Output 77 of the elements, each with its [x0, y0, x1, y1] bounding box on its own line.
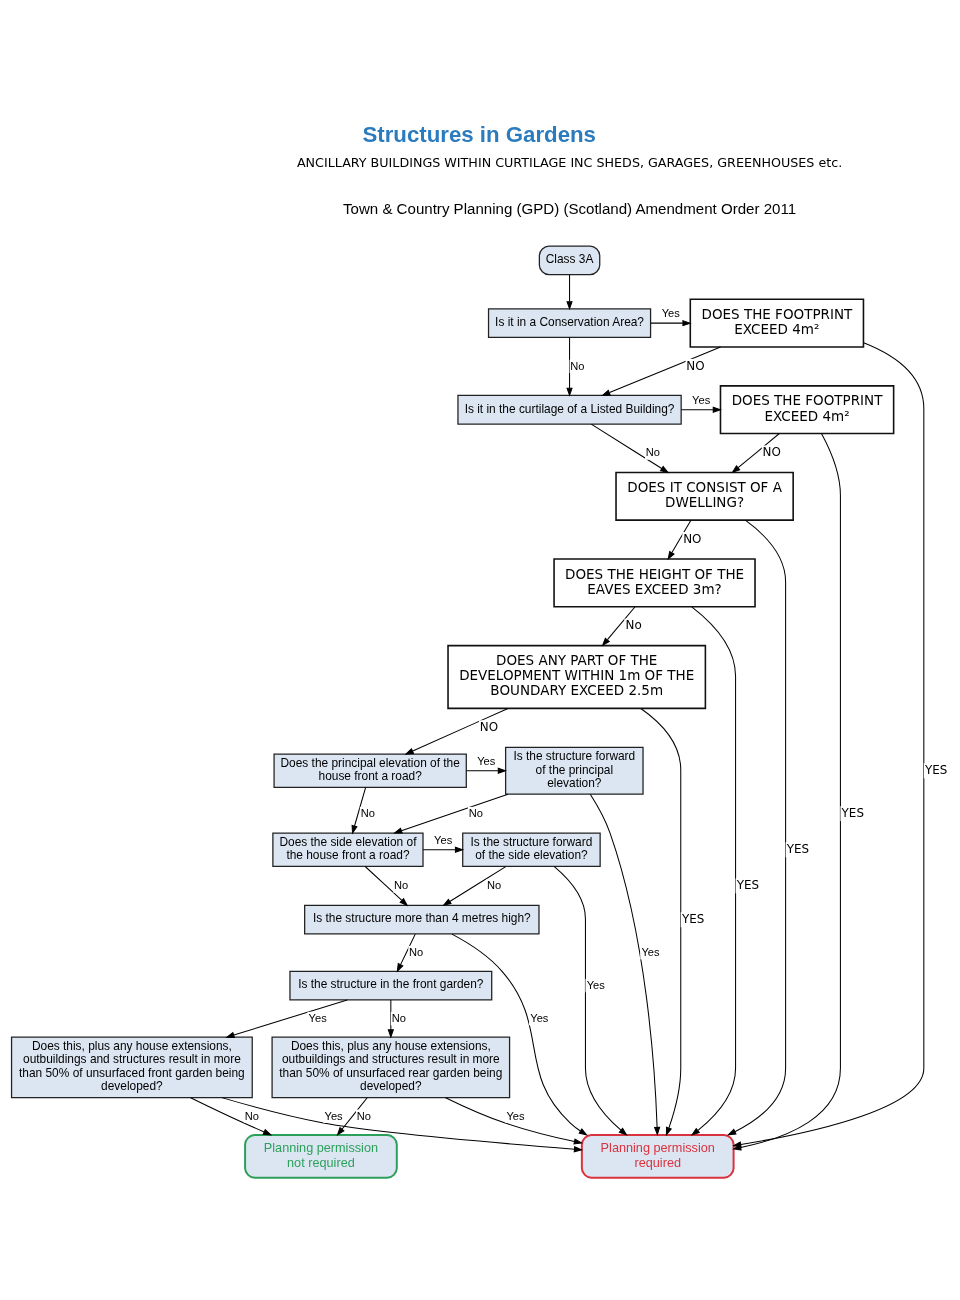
arrow: [387, 999, 395, 1039]
node-box: Does the side elevation of the house front a road?: [272, 832, 424, 868]
node-box: Does this, plus any house extensions, outbuildings and structures result in more than 50% of unsurfaced front garden being developed?: [10, 1036, 253, 1099]
node-box: Is the structure in the front garden?: [289, 970, 493, 1001]
arrow: [727, 519, 787, 1136]
arrow: [393, 793, 509, 834]
edge-label: Yes: [586, 978, 605, 991]
arrow: [553, 866, 628, 1136]
edge-label: No: [244, 1109, 259, 1122]
arrow: [601, 606, 636, 647]
arrow: [451, 933, 588, 1136]
node-box: Is the structure forward of the side elevation?: [462, 832, 601, 868]
edge-label: YES: [736, 878, 760, 893]
node-box: Is it in the curtilage of a Listed Building?: [457, 394, 682, 425]
edge-label: No: [409, 945, 424, 958]
arrow: [225, 999, 348, 1039]
node-box: Does this, plus any house extensions, outbuildings and structures result in more than 50% of unsurfaced rear garden being developed?: [271, 1036, 511, 1099]
arrow: [404, 707, 509, 755]
edge-label: YES: [925, 762, 948, 777]
node-box: Is the structure more than 4 metres high?: [304, 904, 540, 935]
edge-label: NO: [686, 358, 705, 373]
edge-label: No: [468, 806, 483, 819]
node-box: Planning permission required: [580, 1133, 735, 1179]
edge-label: No: [360, 806, 375, 819]
arrow: [445, 1097, 584, 1145]
edge-label: NO: [479, 720, 499, 735]
arrow: [690, 606, 737, 1136]
edge-label: Yes: [530, 1011, 549, 1024]
edge-label: YES: [681, 911, 705, 926]
arrow: [680, 406, 722, 413]
arrow: [601, 346, 721, 396]
arrow: [566, 274, 573, 311]
edge-label: Yes: [477, 754, 496, 767]
edge-label: No: [486, 879, 502, 892]
edge-label: No: [356, 1109, 371, 1122]
edge-label: Yes: [506, 1109, 525, 1122]
arrow: [442, 866, 507, 907]
arrow: [190, 1097, 273, 1136]
node-box: DOES IT CONSIST OF A DWELLING?: [615, 471, 794, 521]
edge-label: Yes: [661, 307, 680, 320]
arrow: [731, 433, 780, 474]
edge-label: YES: [786, 841, 810, 856]
node-box: DOES THE FOOTPRINT EXCEED 4m²: [689, 298, 865, 348]
edge-label: Yes: [641, 945, 660, 958]
node-box: Planning permission not required: [244, 1133, 398, 1179]
node-box: Is it in a Conservation Area?: [487, 308, 652, 339]
edge-label: YES: [841, 805, 864, 820]
node-box: DOES ANY PART OF THE DEVELOPMENT WITHIN 1m OF THE BOUNDARY EXCEED 2.5m: [447, 644, 707, 710]
label: ANCILLARY BUILDINGS WITHIN CURTILAGE INC SHEDS, GARAGES, GREENHOUSES etc.: [296, 154, 843, 170]
node-box: Is the structure forward of the principal elevation?: [505, 746, 644, 795]
arrow: [590, 423, 670, 474]
edge-label: NO: [683, 531, 702, 546]
edge-label: No: [570, 359, 585, 372]
edge-label: Yes: [692, 393, 711, 406]
label: Town & Country Planning (GPD) (Scotland) Amendment Order 2011: [343, 199, 797, 217]
edge-label: Yes: [324, 1109, 343, 1122]
node-box: Does the principal elevation of the house front a road?: [273, 753, 467, 789]
edge-label: Yes: [308, 1011, 327, 1024]
edge-label: No: [394, 879, 409, 892]
edge-label: No: [645, 446, 661, 459]
arrow: [221, 1097, 584, 1153]
node-box: DOES THE HEIGHT OF THE EAVES EXCEED 3m?: [553, 558, 756, 608]
edge-label: No: [391, 1011, 406, 1024]
arrow: [422, 846, 465, 853]
arrow: [650, 319, 692, 327]
arrow: [667, 519, 692, 561]
arrow: [396, 933, 416, 973]
arrow: [466, 767, 507, 774]
edge-label: Yes: [434, 833, 453, 846]
node-box: Class 3A: [538, 245, 601, 276]
arrow: [336, 1097, 368, 1137]
node-box: DOES THE FOOTPRINT EXCEED 4m²: [719, 385, 895, 435]
arrow: [566, 337, 573, 397]
edge-label: NO: [762, 445, 781, 460]
edge-label: No: [625, 618, 642, 633]
arrow: [351, 787, 367, 835]
diagram-title: Structures in Gardens: [362, 122, 596, 148]
